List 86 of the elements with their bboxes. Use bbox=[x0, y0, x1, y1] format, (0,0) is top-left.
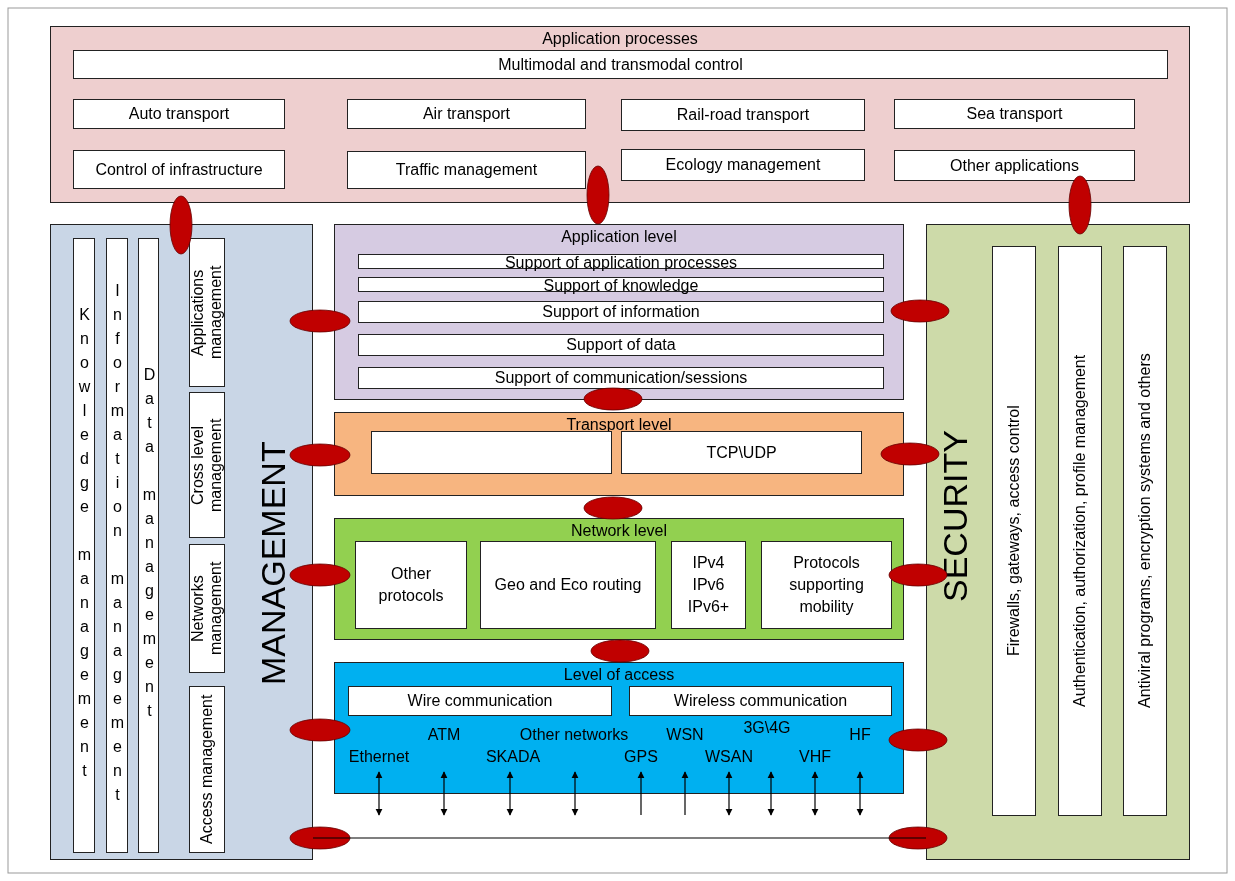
layer-panel bbox=[334, 412, 904, 496]
function-box bbox=[189, 238, 225, 387]
layer-panel bbox=[50, 26, 1190, 203]
panel-title: Transport level bbox=[566, 416, 672, 434]
box-label: Protocols supporting mobility bbox=[788, 553, 865, 617]
panel-title: Level of access bbox=[563, 666, 675, 684]
box-label: TCP\UDP bbox=[706, 443, 777, 462]
network-label: SKADA bbox=[485, 748, 541, 766]
function-box bbox=[621, 431, 862, 474]
network-label: WSN bbox=[666, 726, 704, 744]
box-label: Support of information bbox=[542, 303, 700, 321]
function-box bbox=[894, 99, 1135, 129]
function-box bbox=[358, 334, 884, 356]
box-label: Wire communication bbox=[407, 692, 553, 710]
box-label: Information management bbox=[108, 281, 127, 810]
box-label: Traffic management bbox=[395, 161, 538, 179]
network-label: Other networks bbox=[519, 726, 629, 744]
panel-title: Network level bbox=[571, 522, 667, 540]
panel-title: Application processes bbox=[542, 30, 698, 48]
box-label: Support of communication/sessions bbox=[494, 369, 748, 387]
box-label: Control of infrastructure bbox=[95, 160, 263, 179]
layer-panel bbox=[334, 224, 904, 400]
box-label: Other protocols bbox=[377, 564, 445, 606]
function-box bbox=[621, 99, 865, 131]
function-box bbox=[992, 246, 1036, 816]
function-box bbox=[138, 238, 159, 853]
box-label: Auto transport bbox=[128, 105, 230, 123]
box-label: Antiviral programs, encryption systems and others bbox=[1136, 352, 1154, 711]
layer-panel bbox=[334, 662, 904, 794]
box-label: Data management bbox=[140, 365, 159, 726]
bus-line bbox=[312, 837, 927, 839]
box-label: Sea transport bbox=[966, 105, 1063, 123]
box-label: Multimodal and transmodal control bbox=[498, 55, 743, 74]
panel-title: MANAGEMENT bbox=[253, 440, 293, 688]
function-box bbox=[480, 541, 656, 629]
network-label: HF bbox=[849, 726, 871, 744]
box-label: Support of data bbox=[566, 336, 676, 354]
box-label: Firewalls, gateways, access control bbox=[1005, 404, 1023, 659]
function-box bbox=[761, 541, 892, 629]
function-box bbox=[629, 686, 892, 716]
side-panel bbox=[50, 224, 313, 860]
network-label: VHF bbox=[799, 748, 831, 766]
network-label: WSAN bbox=[705, 748, 753, 766]
network-label: 3G\4G bbox=[743, 719, 791, 737]
function-box bbox=[73, 238, 95, 853]
function-box bbox=[355, 541, 467, 629]
function-box bbox=[1123, 246, 1167, 816]
function-box bbox=[671, 541, 746, 629]
empty-box bbox=[371, 431, 612, 474]
panel-title: SECURITY bbox=[935, 429, 975, 604]
function-box bbox=[189, 392, 225, 538]
box-label: Rail-road transport bbox=[676, 106, 810, 124]
box-label: Access management bbox=[197, 693, 216, 847]
box-label: Knowledge management bbox=[75, 305, 94, 786]
box-label: Cross level management bbox=[190, 417, 224, 514]
function-box bbox=[348, 686, 612, 716]
box-label: Networks management bbox=[190, 560, 224, 658]
function-box bbox=[358, 254, 884, 269]
box-label: Wireless communication bbox=[673, 692, 848, 710]
box-label: Ecology management bbox=[665, 156, 821, 174]
function-box bbox=[73, 150, 285, 189]
function-box bbox=[358, 301, 884, 323]
panel-title: Application level bbox=[561, 228, 677, 246]
function-box bbox=[358, 277, 884, 292]
network-label: GPS bbox=[624, 748, 658, 766]
box-label: Applications management bbox=[190, 264, 224, 362]
box-label: IPv4 IPv6 IPv6+ bbox=[686, 553, 731, 617]
function-box bbox=[347, 151, 586, 189]
layer-panel bbox=[334, 518, 904, 640]
function-box bbox=[73, 50, 1168, 79]
function-box bbox=[347, 99, 586, 129]
function-box bbox=[358, 367, 884, 389]
box-label: Authentication, authorization, profile management bbox=[1071, 353, 1089, 710]
function-box bbox=[189, 686, 225, 853]
function-box bbox=[73, 99, 285, 129]
function-box bbox=[894, 150, 1135, 181]
function-box bbox=[106, 238, 128, 853]
network-label: Ethernet bbox=[348, 748, 410, 766]
network-label: ATM bbox=[427, 726, 461, 744]
box-label: Air transport bbox=[422, 105, 511, 123]
side-panel bbox=[926, 224, 1190, 860]
function-box bbox=[621, 149, 865, 181]
box-label: Geo and Eco routing bbox=[493, 575, 643, 595]
function-box bbox=[1058, 246, 1102, 816]
box-label: Other applications bbox=[950, 156, 1079, 175]
function-box bbox=[189, 544, 225, 673]
